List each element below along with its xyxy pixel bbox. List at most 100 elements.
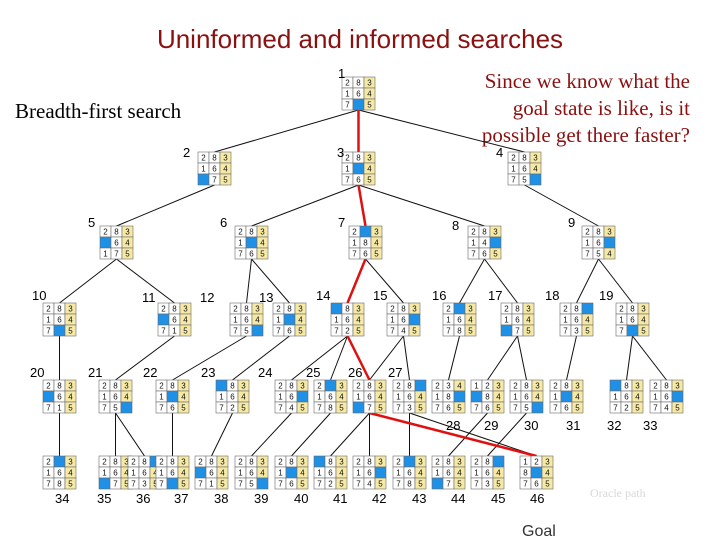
tile-number: 3 <box>641 305 646 314</box>
blank-tile <box>603 236 616 249</box>
tile-number: 6 <box>534 480 539 489</box>
tile-number: 4 <box>356 316 361 325</box>
node-number-label: 9 <box>568 215 575 230</box>
tile-number: 4 <box>223 165 228 174</box>
tile-number: 6 <box>249 469 254 478</box>
tile-number: 7 <box>317 404 322 413</box>
tile-number: 4 <box>181 469 186 478</box>
tile-number: 3 <box>181 382 186 391</box>
puzzle-tile <box>216 477 229 490</box>
tile-number: 6 <box>172 316 177 325</box>
tile-number: 8 <box>345 305 350 314</box>
node-number-label: 39 <box>254 491 268 506</box>
tree-edge <box>487 335 518 381</box>
tile-number: 7 <box>233 327 238 336</box>
tile-number: 3 <box>124 382 129 391</box>
tile-number: 7 <box>113 480 118 489</box>
puzzle-tile <box>64 324 77 337</box>
tile-number: 6 <box>446 404 451 413</box>
tile-number: 8 <box>209 458 214 467</box>
tile-number: 8 <box>515 305 520 314</box>
tile-number: 2 <box>396 458 401 467</box>
tile-number: 2 <box>102 382 107 391</box>
tile-number: 6 <box>407 469 412 478</box>
tile-number: 6 <box>446 469 451 478</box>
tile-number: 2 <box>103 228 108 237</box>
blank-tile <box>408 313 421 326</box>
tile-number: 4 <box>607 250 612 259</box>
tile-number: 8 <box>230 382 235 391</box>
puzzle-tile <box>414 401 427 414</box>
node-number-label: 36 <box>136 491 150 506</box>
tile-number: 2 <box>233 305 238 314</box>
tile-number: 3 <box>260 228 265 237</box>
tile-number: 5 <box>374 250 379 259</box>
tile-number: 1 <box>352 239 357 248</box>
blank-tile <box>330 302 343 315</box>
tile-number: 7 <box>159 480 164 489</box>
tile-number: 8 <box>170 458 175 467</box>
tile-number: 5 <box>249 480 254 489</box>
node-number-label: 7 <box>338 215 345 230</box>
blank-tile <box>283 313 296 326</box>
tile-number: 2 <box>435 382 440 391</box>
puzzle-tile <box>637 324 650 337</box>
tile-number: 7 <box>511 176 516 185</box>
tile-number: 3 <box>356 305 361 314</box>
goal-label: Goal <box>522 523 556 540</box>
blank-tile <box>313 455 326 468</box>
tile-number: 7 <box>446 327 451 336</box>
tree-edge <box>358 109 525 153</box>
tile-number: 2 <box>238 458 243 467</box>
tile-number: 1 <box>356 393 361 402</box>
tile-number: 7 <box>46 404 51 413</box>
tile-number: 8 <box>289 382 294 391</box>
blank-tile <box>453 302 466 315</box>
node-number-label: 35 <box>97 491 111 506</box>
tile-number: 6 <box>356 176 361 185</box>
tile-number: 4 <box>585 316 590 325</box>
tile-number: 7 <box>161 327 166 336</box>
blank-tile <box>99 236 112 249</box>
tile-number: 6 <box>209 469 214 478</box>
tile-number: 6 <box>664 393 669 402</box>
tile-number: 6 <box>515 316 520 325</box>
puzzle-tile <box>121 247 134 260</box>
tile-number: 6 <box>596 239 601 248</box>
tile-number: 1 <box>201 165 206 174</box>
tile-number: 2 <box>553 382 558 391</box>
tile-number: 8 <box>446 458 451 467</box>
puzzle-tile <box>414 477 427 490</box>
tile-number: 6 <box>485 469 490 478</box>
tile-number: 5 <box>68 327 73 336</box>
tile-number: 3 <box>125 228 130 237</box>
tile-number: 4 <box>183 316 188 325</box>
tile-number: 2 <box>46 305 51 314</box>
tree-edge <box>358 184 485 227</box>
tile-number: 7 <box>515 327 520 336</box>
node-number-label: 38 <box>214 491 228 506</box>
tile-number: 5 <box>181 480 186 489</box>
tile-number: 6 <box>522 165 527 174</box>
tile-number: 2 <box>563 305 568 314</box>
tile-number: 3 <box>68 305 73 314</box>
tile-number: 7 <box>114 250 119 259</box>
node-number-label: 14 <box>316 288 330 303</box>
tile-number: 4 <box>260 469 265 478</box>
puzzle-tile <box>296 401 309 414</box>
tile-number: 5 <box>418 480 423 489</box>
tree-edge <box>598 258 633 304</box>
tile-number: 6 <box>142 469 147 478</box>
